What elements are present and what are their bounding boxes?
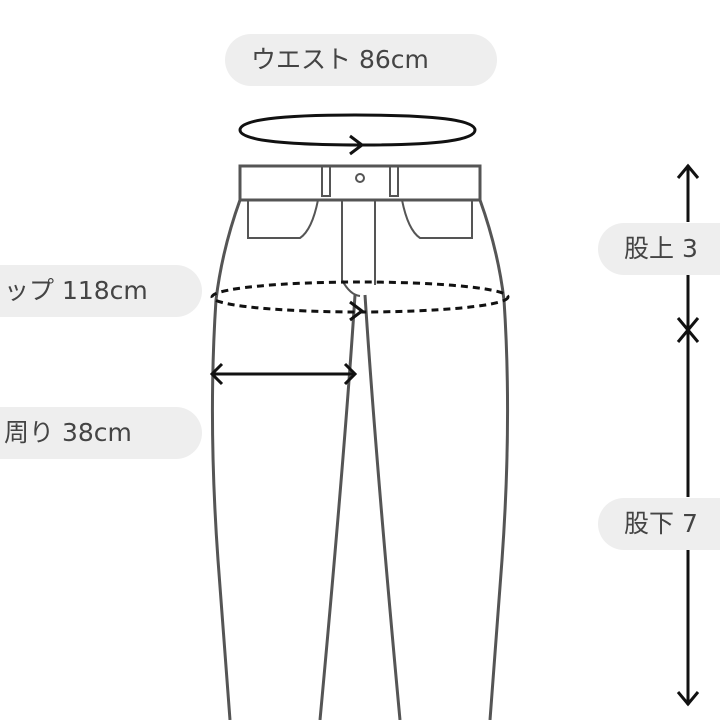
waist-arrowhead xyxy=(349,134,365,156)
rise-label: 股上 3 xyxy=(598,223,720,275)
left-leg-outer xyxy=(210,199,242,720)
left-leg-inner xyxy=(318,294,357,720)
belt-loop xyxy=(321,165,331,197)
waistband xyxy=(238,164,482,202)
vertical-arrowheads xyxy=(676,163,700,707)
measurement-arrows xyxy=(209,113,700,707)
thigh-arrowheads xyxy=(209,362,358,386)
pants-outline xyxy=(210,164,510,720)
right-leg-outer xyxy=(478,199,510,720)
hip-arrow xyxy=(210,280,510,314)
left-pocket xyxy=(247,199,319,239)
right-pocket xyxy=(401,199,473,239)
fly xyxy=(341,200,361,297)
hip-arrowhead xyxy=(349,300,365,322)
button xyxy=(355,173,365,183)
waist-label: ウエスト 86cm xyxy=(225,34,497,86)
right-leg-inner xyxy=(363,294,402,720)
inseam-label: 股下 7 xyxy=(598,498,720,550)
waist-arrow xyxy=(238,113,477,147)
hip-label: ップ 118cm xyxy=(0,265,202,317)
belt-loop xyxy=(389,165,399,197)
thigh-label: 周り 38cm xyxy=(0,407,202,459)
